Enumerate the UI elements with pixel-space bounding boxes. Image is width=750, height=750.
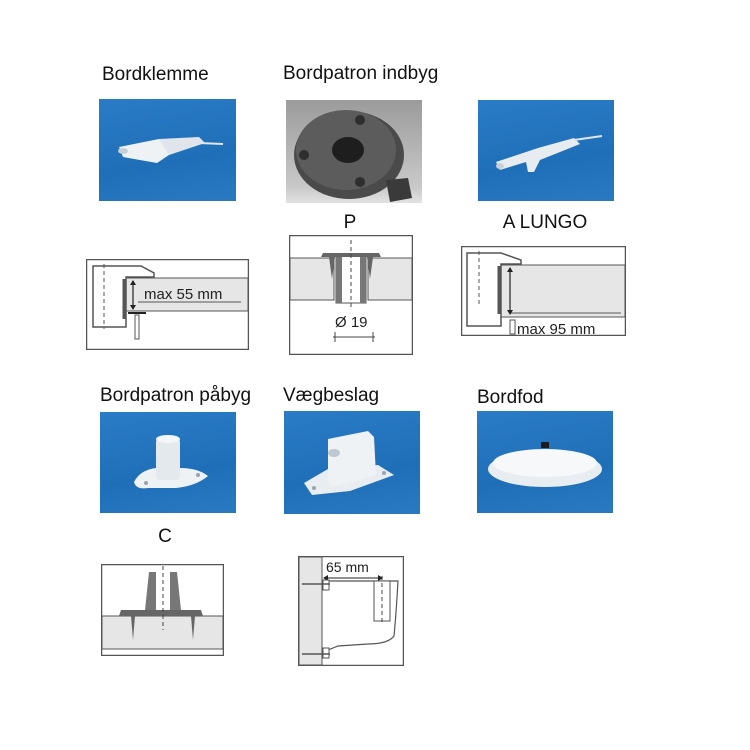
photo-a-lungo bbox=[478, 100, 614, 201]
measure-text-55: max 55 mm bbox=[144, 286, 222, 303]
photo-bordfod bbox=[477, 411, 613, 513]
photo-bordklemme bbox=[99, 99, 236, 201]
photo-vaegbeslag bbox=[284, 411, 420, 514]
diagram-a-lungo: max 95 mm bbox=[461, 246, 626, 336]
measure-text-65: 65 mm bbox=[326, 559, 369, 575]
diagram-letter-p: P bbox=[343, 212, 357, 233]
diagram-bordpatron-pabyg bbox=[101, 564, 224, 656]
diagram-bordpatron-indbyg: Ø 19 bbox=[289, 235, 413, 355]
measure-text-19: Ø 19 bbox=[335, 314, 368, 331]
product-label-bordklemme: Bordklemme bbox=[102, 64, 209, 85]
product-label-bordfod: Bordfod bbox=[477, 387, 544, 408]
diagram-vaegbeslag: 65 mm bbox=[298, 556, 404, 666]
photo-bordpatron-pabyg bbox=[100, 412, 236, 513]
diagram-letter-a-lungo: A LUNGO bbox=[502, 212, 588, 233]
diagram-bordklemme: max 55 mm bbox=[86, 259, 249, 350]
product-label-vaegbeslag: Vægbeslag bbox=[283, 385, 380, 406]
product-label-bordpatron-pabyg: Bordpatron påbyg bbox=[100, 385, 252, 406]
product-label-bordpatron-indbyg: Bordpatron indbyg bbox=[283, 63, 439, 84]
photo-bordpatron-indbyg bbox=[286, 100, 422, 203]
diagram-letter-c: C bbox=[158, 526, 172, 547]
measure-text-95: max 95 mm bbox=[517, 321, 595, 336]
